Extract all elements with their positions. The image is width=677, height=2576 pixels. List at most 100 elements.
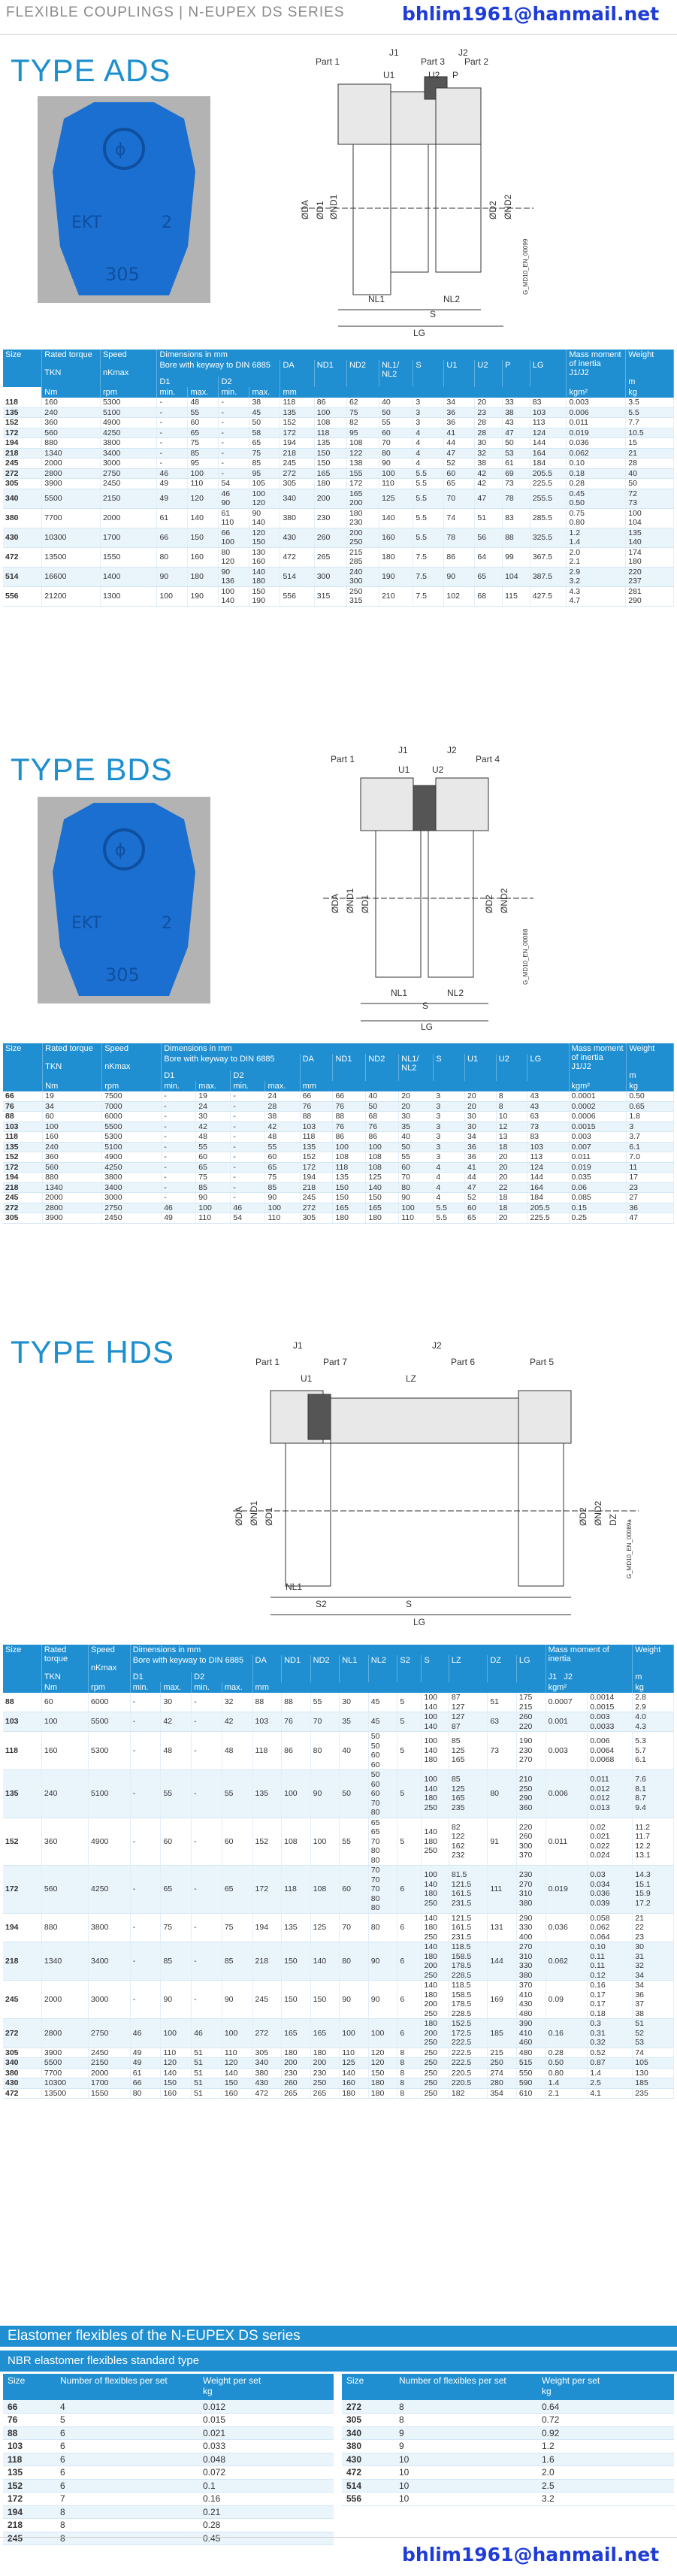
table-cell: 7700 xyxy=(41,2068,89,2078)
table-cell: 49 xyxy=(156,478,189,489)
table-cell: 10300 xyxy=(41,2078,89,2089)
table-cell: 218 xyxy=(3,1942,42,1981)
table-cell: 60 xyxy=(222,1818,253,1866)
table-cell: 110 xyxy=(379,478,414,489)
table-cell: 28 xyxy=(264,1101,301,1112)
table-cell: 7.6 8.1 8.7 9.4 xyxy=(632,1769,674,1818)
table-cell: 86 xyxy=(332,1131,367,1143)
table-cell: 100 xyxy=(310,1818,340,1866)
email-bottom[interactable]: bhlim1961@hanmail.net xyxy=(402,2544,660,2565)
table-cell: 120 xyxy=(368,2057,398,2069)
table-cell: 2750 xyxy=(101,1203,162,1213)
table-cell: 152.5 172.5 222.5 xyxy=(449,2018,488,2048)
table-cell: 30 xyxy=(464,1122,497,1132)
table-cell: 118 xyxy=(3,1131,44,1143)
table-cell: 51 xyxy=(191,2088,222,2099)
table-cell: 75 xyxy=(160,1913,192,1942)
table-cell: 0.021 xyxy=(198,2426,334,2440)
table-cell: 85 125 165 235 xyxy=(449,1769,488,1818)
table-cell: 0.21 xyxy=(198,2505,334,2519)
table-cell: 38 xyxy=(264,1111,301,1122)
table-cell: 76 xyxy=(3,2413,56,2427)
svg-text:EKT: EKT xyxy=(71,914,102,933)
table-cell: 194 xyxy=(3,1913,42,1942)
table-cell: 2.5 xyxy=(537,2479,674,2493)
table-cell: 0.085 xyxy=(569,1192,627,1203)
table-cell: 0.15 xyxy=(569,1203,627,1213)
table-cell: - xyxy=(191,1942,222,1981)
ads-drawing: Part 1 Part 3 Part 2 J1 J2 U1 U2 P NL1 N… xyxy=(300,47,533,338)
page-footer: bhlim1961@hanmail.net xyxy=(0,2537,677,2576)
table-cell: 240 xyxy=(42,1142,103,1152)
table-cell: 472 xyxy=(342,2466,394,2480)
table-cell: 2450 xyxy=(101,1212,162,1224)
table-cell: - xyxy=(218,468,250,479)
table-cell: 1340 xyxy=(42,1182,103,1193)
table-cell: 100 xyxy=(160,2018,192,2048)
table-cell: 190 xyxy=(379,567,414,587)
table-cell: 41 xyxy=(464,1162,497,1173)
table-cell: 5500 xyxy=(101,1122,162,1132)
table-cell: 82 xyxy=(346,417,380,428)
table-cell: 8 xyxy=(394,2413,537,2427)
table-cell: 6000 xyxy=(101,1111,162,1122)
table-cell: 82 122 162 232 xyxy=(449,1818,488,1866)
table-cell: 86 xyxy=(281,1731,311,1770)
table-cell: 8 xyxy=(496,1091,528,1102)
table-cell: 2000 xyxy=(100,508,158,528)
email-top[interactable]: bhlim1961@hanmail.net xyxy=(402,3,660,25)
table-cell: 220.5 xyxy=(449,2068,488,2078)
table-cell: 78 xyxy=(502,489,530,509)
table-cell: 140 180 250 xyxy=(421,1913,449,1942)
table-cell: 2800 xyxy=(41,2018,89,2048)
table-cell: 69 xyxy=(502,468,530,479)
table-cell: - xyxy=(218,428,250,438)
table-cell: 55 xyxy=(160,1769,192,1818)
table-cell: 240 xyxy=(41,1769,89,1818)
table-cell: 0.033 xyxy=(198,2439,334,2453)
table-cell: 55 xyxy=(195,1142,231,1152)
table-cell: 0.75 0.80 xyxy=(566,508,627,528)
table-cell: 58 xyxy=(249,428,281,438)
table-cell: 380 xyxy=(252,2068,283,2078)
table-cell: 34 xyxy=(443,398,476,408)
table-cell: 16600 xyxy=(41,567,101,587)
table-cell: 0.003 xyxy=(546,1731,588,1770)
table-cell: - xyxy=(156,417,189,428)
table-cell: 66 xyxy=(300,1091,334,1102)
table-cell: 480 xyxy=(516,2048,546,2058)
table-cell: 36 xyxy=(464,1152,497,1163)
table-cell: 88 xyxy=(3,1111,44,1122)
table-cell: 160 xyxy=(187,547,219,568)
table-cell: 472 xyxy=(252,2088,283,2099)
table-cell: 62 xyxy=(346,398,380,408)
table-cell: 125 xyxy=(339,2057,369,2069)
table-cell: 194 xyxy=(300,1172,334,1183)
table-cell: 0.006 xyxy=(566,407,627,418)
table-cell: 83 xyxy=(530,398,567,408)
table-cell: 140 xyxy=(379,508,414,528)
table-cell: 118 xyxy=(280,398,315,408)
table-cell: 36 xyxy=(464,1142,497,1152)
table-cell: 100 xyxy=(314,407,347,418)
table-cell: 0.28 xyxy=(546,2048,588,2058)
table-cell: 120 xyxy=(160,2057,192,2069)
table-cell: 0.011 xyxy=(546,1818,588,1866)
table-cell: 40 xyxy=(398,1131,434,1143)
table-cell: 76 xyxy=(300,1101,334,1112)
table-cell: 3 xyxy=(433,1101,466,1112)
table-cell: 4 xyxy=(413,437,445,449)
table-cell: 90 xyxy=(310,1769,340,1818)
table-cell: - xyxy=(161,1101,197,1112)
table-cell: 32 xyxy=(222,1693,253,1712)
table-cell: 55 xyxy=(379,417,414,428)
table-cell: 3.7 xyxy=(626,1131,674,1143)
table-cell: 560 xyxy=(41,428,101,438)
